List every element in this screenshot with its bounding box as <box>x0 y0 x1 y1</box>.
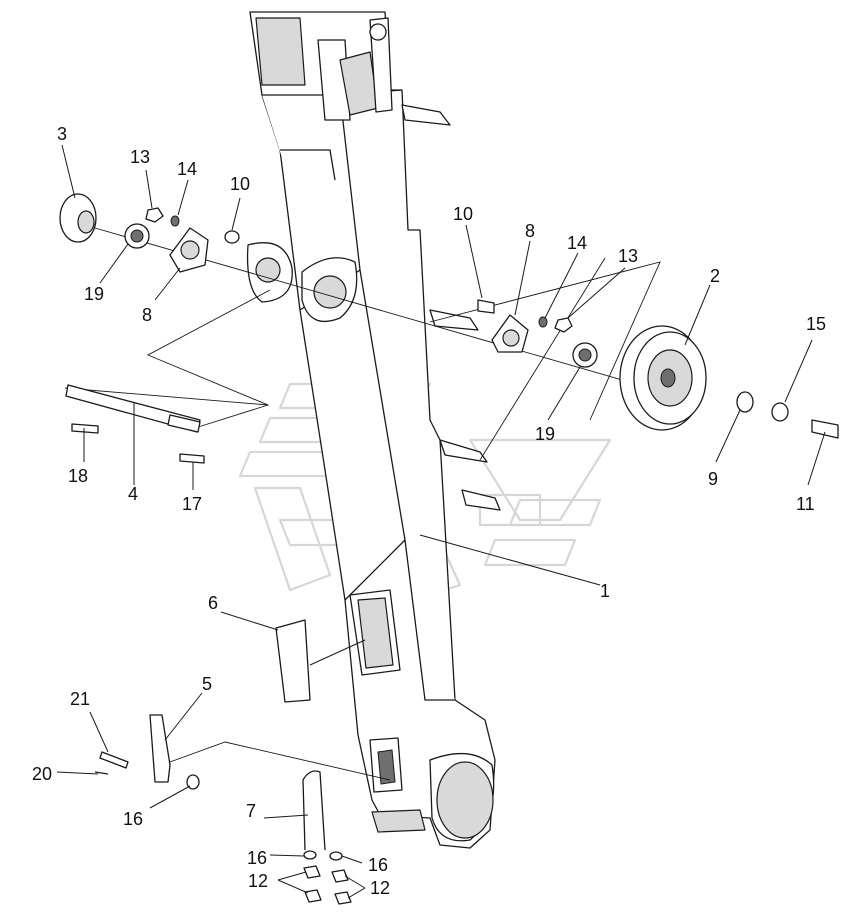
part-16-washer-left <box>186 774 200 790</box>
part-8-flange-left <box>169 227 209 273</box>
callout-18: 18 <box>68 466 88 486</box>
callout-10-left: 10 <box>230 174 250 194</box>
part-13-nut-left <box>145 207 164 223</box>
callout-7: 7 <box>246 801 256 821</box>
part-2-pulley <box>619 325 707 431</box>
callout-4: 4 <box>128 484 138 504</box>
callout-12-right: 12 <box>370 878 390 898</box>
callout-13-right: 13 <box>618 246 638 266</box>
part-17-key <box>179 453 205 464</box>
part-15-nut <box>771 402 789 422</box>
part-12-nuts-bottom <box>303 865 352 905</box>
part-20-pin <box>94 771 109 775</box>
part-16-washers-bottom <box>303 850 343 861</box>
callout-14-right: 14 <box>567 233 587 253</box>
callout-9: 9 <box>708 469 718 489</box>
callout-12-left: 12 <box>248 871 268 891</box>
part-19-bearing-left <box>124 223 150 249</box>
part-7-u-bolt <box>302 770 326 851</box>
callout-10-right: 10 <box>453 204 473 224</box>
part-10-pin-right <box>477 299 495 314</box>
part-10-pin-left <box>224 230 240 244</box>
callout-6: 6 <box>208 593 218 613</box>
part-18-key <box>71 423 99 434</box>
callout-19-right: 19 <box>535 424 555 444</box>
part-9-washer <box>736 391 754 413</box>
callout-16-right: 16 <box>368 855 388 875</box>
part-6-cover <box>275 619 311 703</box>
part-21-bolt <box>99 751 129 769</box>
part-11-bolt <box>811 419 839 439</box>
callout-8-left: 8 <box>142 305 152 325</box>
part-8-flange-right <box>491 314 529 353</box>
callout-21: 21 <box>70 689 90 709</box>
callout-1: 1 <box>600 581 610 601</box>
part-3-cap <box>59 193 97 243</box>
part-4-shaft <box>65 384 201 433</box>
part-5-bracket <box>149 714 171 783</box>
callout-14-left: 14 <box>177 159 197 179</box>
callout-labels: 1 2 3 4 5 6 7 8 8 9 10 10 11 12 12 13 13… <box>32 124 826 898</box>
main-frame <box>246 11 501 849</box>
callout-15: 15 <box>806 314 826 334</box>
callout-16-bottom: 16 <box>247 848 267 868</box>
part-14-washer-right <box>538 316 548 328</box>
callout-11: 11 <box>796 494 815 514</box>
callout-8-right: 8 <box>525 221 535 241</box>
part-19-bearing-right <box>572 342 598 368</box>
callout-16-left: 16 <box>123 809 143 829</box>
callout-13-left: 13 <box>130 147 150 167</box>
part-14-washer-left <box>170 215 180 227</box>
callout-2: 2 <box>710 266 720 286</box>
callout-17: 17 <box>182 494 202 514</box>
callout-19-left: 19 <box>84 284 104 304</box>
callout-20: 20 <box>32 764 52 784</box>
callout-5: 5 <box>202 674 212 694</box>
part-13-nut-right <box>554 317 573 333</box>
callout-3: 3 <box>57 124 67 144</box>
leader-lines <box>56 144 826 899</box>
